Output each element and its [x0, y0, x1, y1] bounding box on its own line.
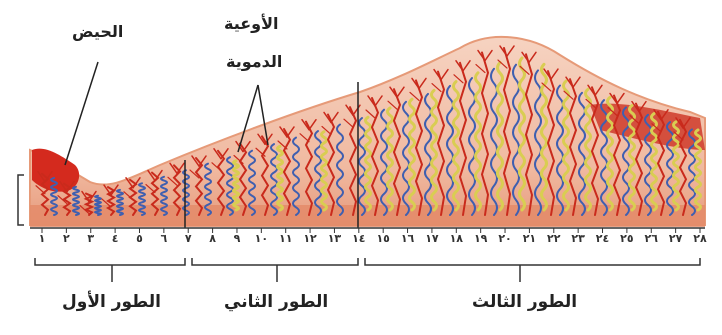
- day-number: ١٩: [469, 232, 493, 245]
- day-number: ٢٦: [639, 232, 663, 245]
- phase3-label: الطور الثالث: [472, 292, 577, 312]
- day-number: ٢٣: [566, 232, 590, 245]
- day-number: ٢٨: [688, 232, 712, 245]
- day-number: ١٠: [249, 232, 273, 245]
- day-number: ١٤: [347, 232, 371, 245]
- phase2-label: الطور الثاني: [224, 292, 328, 312]
- phase3-bracket: [365, 258, 700, 265]
- uterine-gland: [278, 146, 283, 210]
- day-number: ٢١: [517, 232, 541, 245]
- day-number: ٩: [225, 232, 249, 245]
- day-number: ٧: [176, 232, 200, 245]
- day-number: ٤: [103, 232, 127, 245]
- day-number: ٦: [152, 232, 176, 245]
- day-number: ٢٤: [591, 232, 615, 245]
- day-number: ١: [30, 232, 54, 245]
- day-number: ١٣: [322, 232, 346, 245]
- left-bracket: [18, 175, 24, 225]
- day-number: ١١: [274, 232, 298, 245]
- day-number: ١٧: [420, 232, 444, 245]
- day-number: ٢٢: [542, 232, 566, 245]
- phase2-bracket: [192, 258, 358, 265]
- day-number: ٥: [127, 232, 151, 245]
- vessels-label-line2: الدموية: [226, 52, 282, 71]
- day-number: ١٢: [298, 232, 322, 245]
- day-number: ١٦: [396, 232, 420, 245]
- day-number: ٢٧: [664, 232, 688, 245]
- day-number: ١٥: [371, 232, 395, 245]
- uterine-gland: [234, 161, 239, 210]
- vessels-label-line1: الأوعية: [224, 14, 279, 33]
- day-number: ٨: [201, 232, 225, 245]
- uterine-gland: [696, 130, 701, 210]
- menses-label: الحيض: [72, 22, 123, 41]
- phase1-label: الطور الأول: [62, 292, 161, 312]
- day-number: ٣: [79, 232, 103, 245]
- menses-pointer: [65, 62, 98, 165]
- day-number: ٢: [54, 232, 78, 245]
- phase1-bracket: [35, 258, 185, 265]
- day-number: ٢٠: [493, 232, 517, 245]
- day-number: ٢٥: [615, 232, 639, 245]
- uterine-gland: [322, 132, 327, 210]
- day-number: ١٨: [444, 232, 468, 245]
